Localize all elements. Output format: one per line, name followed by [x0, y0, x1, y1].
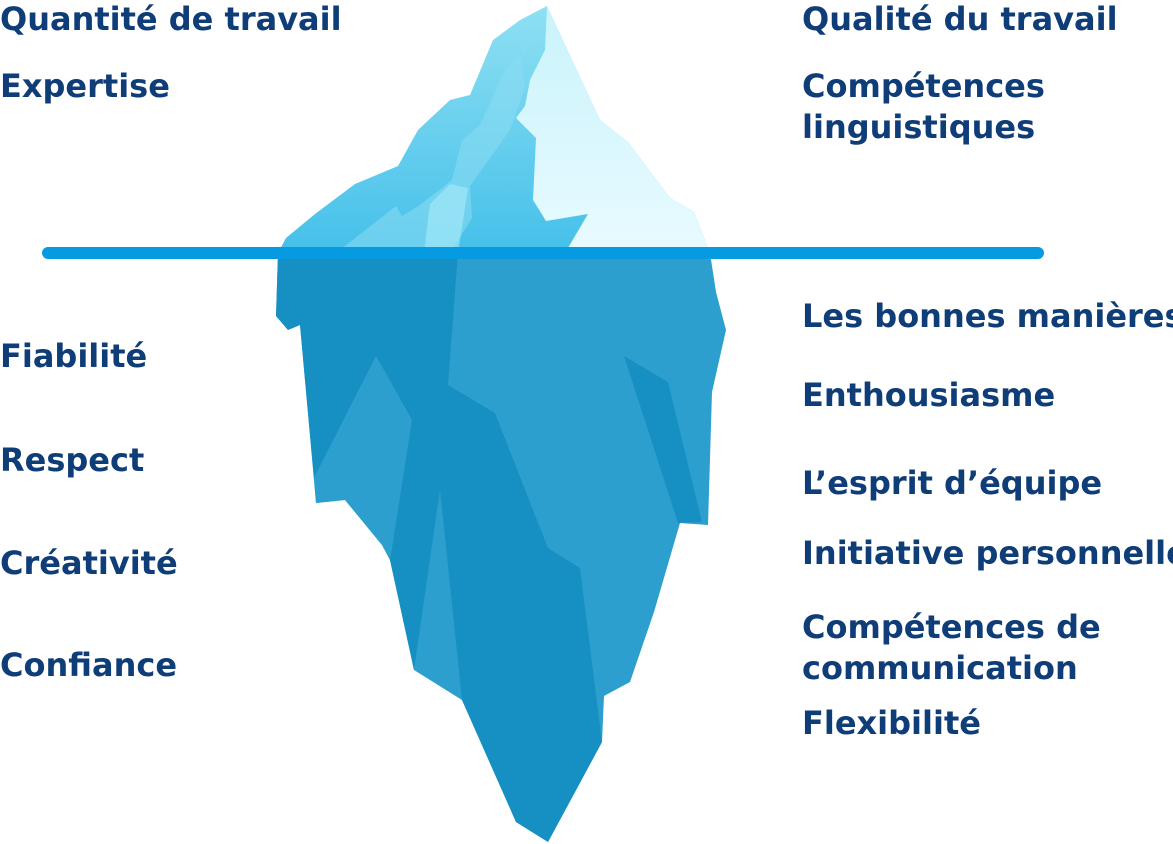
left-label-respect: Respect: [0, 441, 145, 479]
iceberg-underwater-shadow-left: [276, 253, 602, 842]
left-label-confiance: Confiance: [0, 646, 178, 684]
right-label-qualite-du-travail: Qualité du travail: [802, 0, 1118, 38]
iceberg-tip-light-face: [516, 6, 710, 253]
right-label-enthousiasme: Enthousiasme: [802, 376, 1056, 414]
left-label-fiabilite: Fiabilité: [0, 337, 148, 375]
right-label-initiative-personnelle: Initiative personnelle: [802, 534, 1173, 572]
left-label-creativite: Créativité: [0, 544, 178, 582]
left-label-expertise: Expertise: [0, 67, 170, 105]
left-label-quantite-de-travail: Quantité de travail: [0, 0, 342, 38]
right-label-esprit-d-equipe: L’esprit d’équipe: [802, 464, 1103, 502]
right-label-competences-linguistiques: Compétences linguistiques: [802, 67, 1045, 146]
iceberg-underwater-facet: [314, 356, 412, 560]
iceberg-tip-facet: [424, 184, 468, 253]
right-label-flexibilite: Flexibilité: [802, 704, 981, 742]
iceberg-underwater-shadow-right: [624, 356, 702, 523]
right-label-les-bonnes-manieres: Les bonnes manières: [802, 297, 1173, 335]
right-label-competences-de-communication: Compétences de communication: [802, 608, 1101, 687]
